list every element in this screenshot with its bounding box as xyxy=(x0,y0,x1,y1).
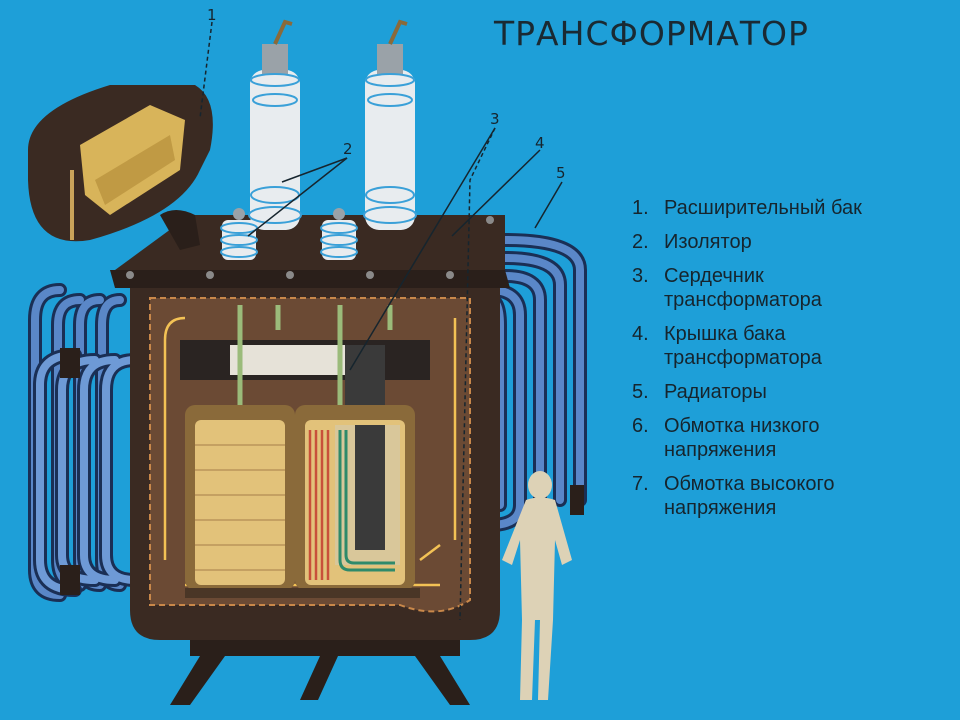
legend-item: 6. Обмотка низкого напряжения xyxy=(632,414,952,462)
callout-1: 1 xyxy=(207,6,217,24)
callout-4: 4 xyxy=(535,134,545,152)
legend-text: Обмотка высокого напряжения xyxy=(664,473,835,519)
tank-cover xyxy=(110,215,510,288)
legend-text: Изолятор xyxy=(664,231,752,253)
legend-text: Обмотка низкого напряжения xyxy=(664,415,820,461)
legend-item: 1. Расширительный бак xyxy=(632,196,952,220)
legend-item: 4. Крышка бака трансформатора xyxy=(632,322,952,370)
legend-item: 7. Обмотка высокого напряжения xyxy=(632,472,952,520)
legend-number: 6. xyxy=(632,415,649,437)
low-voltage-winding xyxy=(185,405,295,590)
legend-text: Расширительный бак xyxy=(664,197,862,219)
legend-text: Радиаторы xyxy=(664,381,767,403)
diagram-title: ТРАНСФОРМАТОР xyxy=(494,14,809,53)
legend-number: 5. xyxy=(632,381,649,403)
legend-number: 3. xyxy=(632,265,649,287)
lv-bushing-right xyxy=(320,208,358,260)
legend-item: 5. Радиаторы xyxy=(632,380,952,404)
hv-bushing-left xyxy=(248,19,302,230)
conservator-tank xyxy=(28,85,213,250)
legend-number: 1. xyxy=(632,197,649,219)
high-voltage-winding xyxy=(295,405,415,590)
right-radiator xyxy=(483,233,587,532)
base-frame xyxy=(170,640,470,705)
legend-item: 3. Сердечник трансформатора xyxy=(632,264,952,312)
legend-number: 4. xyxy=(632,323,649,345)
legend-item: 2. Изолятор xyxy=(632,230,952,254)
legend-text: Крышка бака трансформатора xyxy=(664,323,822,369)
callout-2: 2 xyxy=(343,140,353,158)
legend-text: Сердечник трансформатора xyxy=(664,265,822,311)
hv-bushing-right xyxy=(363,19,417,230)
bottom-clamp xyxy=(185,588,420,598)
callout-lines xyxy=(199,21,563,621)
legend-number: 2. xyxy=(632,231,649,253)
callout-3: 3 xyxy=(490,110,500,128)
left-radiator xyxy=(28,283,142,602)
lv-bushing-left xyxy=(220,208,258,260)
lead-rods xyxy=(237,305,393,410)
legend-number: 7. xyxy=(632,473,649,495)
human-silhouette xyxy=(502,471,572,700)
callout-5: 5 xyxy=(556,164,566,182)
legend: 1. Расширительный бак 2. Изолятор 3. Сердеч… xyxy=(632,196,952,530)
